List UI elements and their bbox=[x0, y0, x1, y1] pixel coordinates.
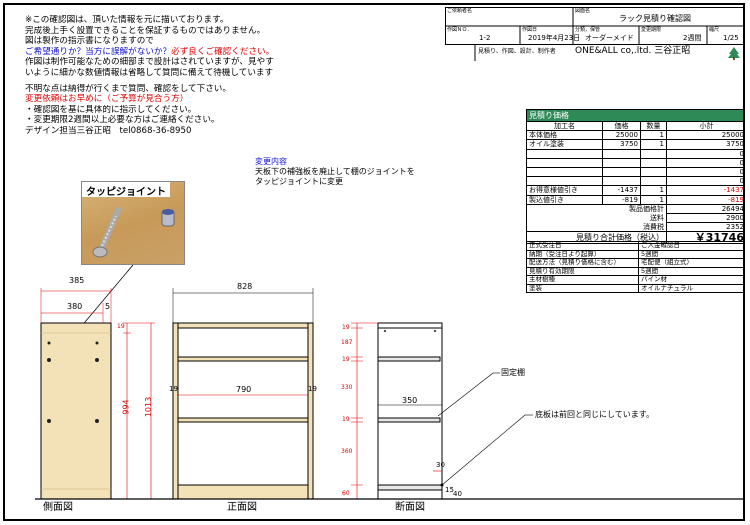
dim-187: 187 bbox=[341, 339, 353, 346]
customer-label: ご依頼者名 bbox=[447, 8, 473, 14]
deadline: 2週間 bbox=[683, 34, 702, 42]
shipping: 2900 bbox=[666, 212, 743, 224]
order-info-table: 正式受注日ご入金確認日 納期（受注日より起算）5週間 配送方法（見積り価格に含む… bbox=[526, 241, 743, 293]
screw-image bbox=[92, 207, 175, 258]
note-line: ※この確認図は、頂いた情報を元に描いております。 bbox=[25, 15, 229, 25]
fixed-shelf-label: 固定棚 bbox=[501, 368, 525, 377]
change-note: 変更内容 天板下の補強板を廃止して棚のジョイントを タッピジョイントに変更 bbox=[255, 157, 425, 187]
dim-1013: 1013 bbox=[144, 396, 154, 418]
change-line: 天板下の補強板を廃止して棚のジョイントを bbox=[255, 167, 415, 176]
item-subtotal: 0 bbox=[666, 148, 743, 159]
dim-828: 828 bbox=[237, 282, 253, 291]
dim-19-right: 19 bbox=[308, 385, 317, 393]
dim-19-shelf1: 19 bbox=[342, 356, 350, 363]
note-warning: 必ず良くご確認ください。 bbox=[171, 46, 275, 58]
product-total-label: 製品価格計 bbox=[526, 204, 667, 214]
item-subtotal: 3750 bbox=[666, 139, 743, 150]
side-view-label: 側面図 bbox=[43, 502, 73, 513]
drawing-no: 1-2 bbox=[479, 34, 491, 42]
dim-40: 40 bbox=[453, 490, 462, 498]
tax: 2352 bbox=[666, 222, 743, 233]
dim-30: 30 bbox=[436, 461, 445, 469]
tax-label: 消費税 bbox=[526, 222, 667, 232]
table-row: 0 bbox=[526, 166, 743, 178]
change-title: 変更内容 bbox=[255, 157, 287, 166]
note-line: 完成後上手く設置できることを保証するものではありません。 bbox=[25, 25, 266, 36]
item-subtotal: 0 bbox=[666, 176, 743, 187]
note-line-emphasis: ご希望通りか？当方に誤解がないか？必ず良くご確認ください。 bbox=[25, 46, 295, 58]
item-subtotal: 25000 bbox=[666, 130, 743, 141]
title-block-grid bbox=[445, 7, 743, 61]
dim-5: 5 bbox=[105, 302, 111, 311]
scale-label: 縮尺 bbox=[709, 27, 720, 33]
table-row: 0 bbox=[526, 176, 743, 187]
dim-19-shelf2: 19 bbox=[342, 416, 350, 423]
table-row: 0 bbox=[526, 148, 743, 159]
drawing-date: 2019年4月23日 bbox=[528, 34, 581, 42]
front-view-label: 正面図 bbox=[227, 502, 257, 513]
title-block: ご依頼者名 図面名 ラック見積り確認図 作図ＮＯ． 1-2 作図日 2019年4… bbox=[445, 7, 743, 61]
note-line: いように細かな数値情報は省略して質問に備えて待機しています bbox=[25, 67, 274, 78]
drawing-no-label: 作図ＮＯ． bbox=[447, 27, 473, 33]
dim-380: 380 bbox=[67, 302, 83, 311]
author: ONE&ALL co,.ltd. 三谷正昭 bbox=[575, 46, 691, 56]
dim-350: 350 bbox=[402, 396, 418, 405]
designer-contact: デザイン担当三谷正昭 tel0868-36-8950 bbox=[25, 125, 192, 136]
product-total: 26494 bbox=[666, 203, 743, 214]
note-line: 作図は制作可能なための細部まで設計はされていますが、見やす bbox=[25, 57, 274, 68]
notes-block: ※この確認図は、頂いた情報を元に描いております。 完成後上手く設置できることを保… bbox=[25, 15, 295, 137]
note-line: ・確認図を基に具体的に指示してください。 bbox=[25, 104, 197, 115]
company-logo-icon bbox=[728, 47, 740, 60]
tappi-joint-photo: タッピジョイント bbox=[81, 181, 185, 265]
dim-330: 330 bbox=[341, 384, 353, 391]
note-line: 不明な点は納得が行くまで質問、確認をして下さい。 bbox=[25, 83, 231, 94]
dim-385: 385 bbox=[69, 276, 85, 285]
note-line: 図は製作の指示書になりますので bbox=[25, 36, 154, 47]
dim-360: 360 bbox=[341, 448, 353, 455]
col-header: 小計 bbox=[666, 120, 743, 132]
technical-drawing bbox=[35, 264, 743, 500]
bottom-board-note: 底板は前回と同じにしています。 bbox=[535, 410, 654, 419]
dim-19-left: 19 bbox=[169, 385, 178, 393]
item-subtotal: 0 bbox=[666, 166, 743, 178]
drawing-name-label: 図面名 bbox=[575, 8, 591, 14]
table-row: 塗装オイルナチュラル bbox=[526, 283, 743, 293]
date-label: 作図日 bbox=[522, 27, 538, 33]
change-line: タッピジョイントに変更 bbox=[255, 177, 343, 186]
dim-790: 790 bbox=[236, 385, 252, 394]
category: オーダーメイド bbox=[585, 34, 634, 42]
dim-994: 994 bbox=[121, 399, 131, 415]
roles: 見積り、作図、設計、制作者 bbox=[478, 48, 556, 55]
dim-60: 60 bbox=[342, 490, 350, 497]
section-view-label: 断面図 bbox=[395, 502, 425, 513]
note-change-request: 変更依頼はお早めに（ご予算が見合う方） bbox=[25, 94, 189, 105]
deadline-label: 変更期限 bbox=[641, 27, 662, 33]
dim-19-side: 19 bbox=[117, 323, 125, 330]
item-subtotal: -1437 bbox=[666, 185, 743, 196]
drawing-name: ラック見積り確認図 bbox=[619, 14, 691, 23]
item-subtotal: 0 bbox=[666, 157, 743, 168]
note-question: ご希望通りか？当方に誤解がないか？ bbox=[25, 46, 172, 57]
scale: 1/25 bbox=[723, 34, 739, 42]
photo-caption: タッピジョイント bbox=[82, 182, 170, 198]
dim-15: 15 bbox=[445, 486, 454, 494]
shipping-label: 送料 bbox=[526, 213, 667, 223]
info-value: オイルナチュラル bbox=[638, 283, 743, 293]
note-line: ・変更期限2週間以上必要な方はご連絡ください。 bbox=[25, 115, 220, 126]
dim-19-top: 19 bbox=[342, 324, 350, 331]
category-label: 分類，保管 bbox=[575, 27, 601, 33]
item-subtotal: -819 bbox=[666, 194, 743, 205]
drawing-sheet: ※この確認図は、頂いた情報を元に描いております。 完成後上手く設置できることを保… bbox=[3, 3, 745, 521]
table-row: 0 bbox=[526, 157, 743, 168]
